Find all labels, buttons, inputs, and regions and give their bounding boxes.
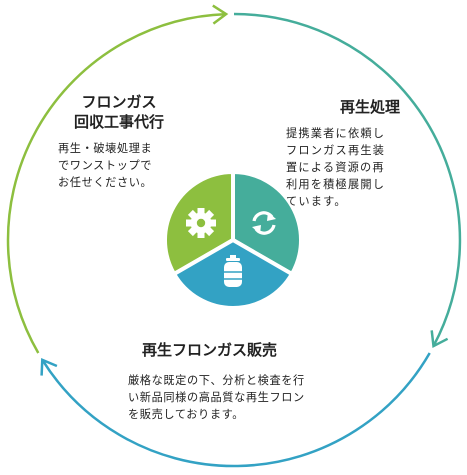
arc-collection-to-recycle-arrowhead	[212, 4, 229, 25]
description-recycle: 提携業者に依頼し フロンガス再生装 置による資源の再 利用を積極展開し ています…	[286, 127, 386, 208]
gas-cylinder-icon	[224, 255, 242, 287]
block-recycle: 再生処理 提携業者に依頼し フロンガス再生装 置による資源の再 利用を積極展開し…	[286, 97, 446, 210]
arc-recycle-to-sales	[233, 12, 462, 347]
arc-collection-to-recycle	[6, 12, 227, 354]
block-sales: 再生フロンガス販売 厳格な既定の下、分析と検査を行 い新品同様の高品質な再生フロ…	[128, 340, 388, 423]
arc-recycle-to-sales-arrowhead	[430, 330, 449, 349]
block-collection: フロンガス 回収工事代行 再生・破壊処理ま でワンストップで お任せください。	[58, 92, 198, 191]
title-recycle: 再生処理	[339, 98, 400, 116]
gear-icon	[186, 208, 216, 238]
title-sales: 再生フロンガス販売	[142, 341, 278, 359]
recycle-arrows-icon	[252, 211, 276, 235]
title-collection: フロンガス 回収工事代行	[73, 93, 164, 131]
description-sales: 厳格な既定の下、分析と検査を行 い新品同様の高品質な再生フロン を販売しておりま…	[128, 374, 305, 421]
description-collection: 再生・破壊処理ま でワンストップで お任せください。	[58, 142, 153, 189]
arc-sales-to-collection-arrowhead	[40, 357, 58, 376]
arc-sales-to-collection	[41, 352, 431, 468]
